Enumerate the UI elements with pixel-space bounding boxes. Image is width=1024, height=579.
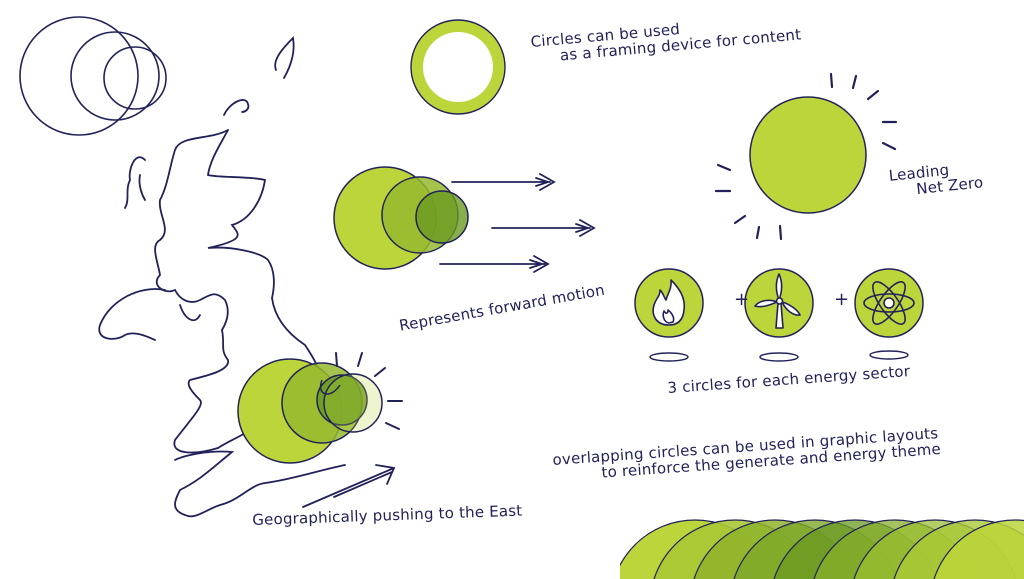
flame-icon [652,279,686,326]
plus-sign-1: + [734,289,750,310]
outline-circles [19,16,167,136]
geographic-circles [237,358,383,464]
motion-arrows [439,173,596,273]
geographic-rays [335,352,403,430]
overlapping-circles-band [620,519,1024,579]
wind-turbine-icon [754,273,801,329]
net-zero-sun [714,72,898,241]
framing-ring [410,19,506,115]
forward-motion-circles [333,166,469,270]
east-arrow [302,464,396,508]
plus-sign-2: + [834,289,850,310]
atom-icon [863,281,915,325]
